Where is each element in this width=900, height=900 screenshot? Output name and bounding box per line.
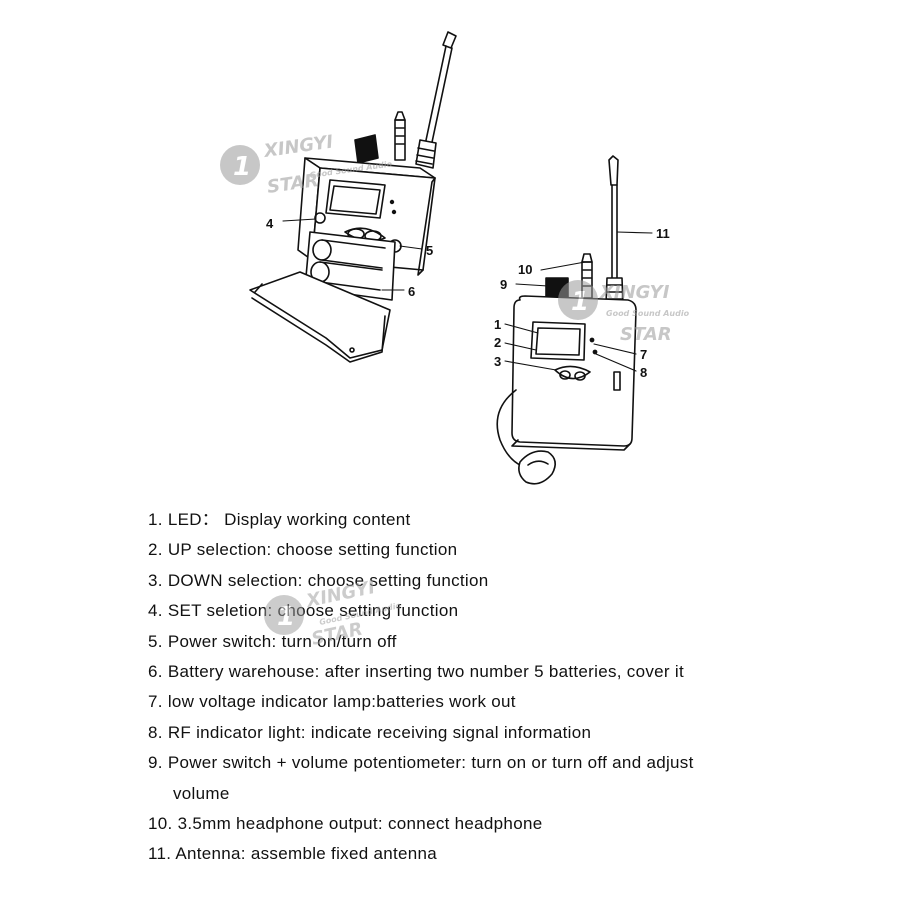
- legend-text: choose setting function: [307, 570, 489, 590]
- legend-name: DOWN selection:: [167, 570, 303, 590]
- legend-text: batteries work out: [376, 692, 516, 712]
- legend-name: low voltage indicator lamp:: [167, 692, 377, 712]
- legend-item: 6. Battery warehouse: after inserting tw…: [148, 657, 868, 687]
- bodypack-open-battery-view: [249, 31, 457, 363]
- legend-item: 7. low voltage indicator lamp:batteries …: [148, 687, 868, 717]
- legend-number: 8.: [148, 722, 163, 742]
- legend-number: 5.: [148, 631, 163, 651]
- legend-name: LED：: [167, 510, 220, 529]
- callout-1: 1: [494, 317, 501, 332]
- device-diagram: 4 5 6 1 2 3 7 8 9 10 11 1 XINGYI STAR Go…: [220, 31, 690, 485]
- legend-number: 9.: [148, 753, 163, 773]
- legend-name: 3.5mm headphone output:: [177, 814, 383, 834]
- legend-text: Display working content: [224, 510, 411, 529]
- callout-10: 10: [518, 262, 532, 277]
- legend-text: after inserting two number 5 batteries, …: [324, 662, 684, 682]
- svg-text:1: 1: [233, 152, 251, 182]
- legend-number: 10.: [148, 814, 173, 834]
- legend-number: 3.: [148, 570, 163, 590]
- legend-text: choose setting function: [276, 540, 458, 560]
- legend-item: 3. DOWN selection: choose setting functi…: [148, 566, 868, 596]
- legend-text: turn on/turn off: [281, 631, 397, 651]
- legend-text: connect headphone: [388, 814, 543, 834]
- legend-list: 1. LED： Display working content 2. UP se…: [148, 505, 868, 870]
- legend-number: 1.: [148, 510, 163, 529]
- bodypack-front-view: [496, 155, 637, 485]
- svg-text:XINGYI: XINGYI: [599, 282, 670, 303]
- callout-11: 11: [656, 226, 670, 241]
- legend-name: Power switch:: [167, 631, 277, 651]
- legend-name: UP selection:: [167, 540, 272, 560]
- callout-3: 3: [494, 354, 501, 369]
- legend-number: 4.: [148, 601, 163, 621]
- watermark-logo-bottom: 1 XINGYI STAR Good Sound Audio: [264, 577, 402, 650]
- svg-text:1: 1: [277, 602, 295, 632]
- callout-7: 7: [640, 347, 647, 362]
- callout-8: 8: [640, 365, 647, 380]
- legend-number: 6.: [148, 662, 163, 682]
- callout-9: 9: [500, 277, 507, 292]
- svg-text:1: 1: [571, 287, 589, 317]
- legend-number: 11.: [148, 844, 172, 864]
- legend-text: choose setting function: [277, 601, 459, 621]
- svg-text:XINGYI: XINGYI: [262, 131, 335, 162]
- legend-number: 7.: [148, 692, 163, 712]
- legend-item: 11. Antenna: assemble fixed antenna: [148, 839, 868, 869]
- svg-text:STAR: STAR: [620, 324, 672, 345]
- callout-lines: [282, 218, 653, 372]
- legend-item: 10. 3.5mm headphone output: connect head…: [148, 809, 868, 839]
- legend-name: Power switch + volume potentiometer:: [167, 753, 467, 773]
- legend-item: 5. Power switch: turn on/turn off: [148, 627, 868, 657]
- legend-text: turn on or turn off and adjust: [471, 753, 694, 773]
- watermark-logo-right: 1 XINGYI STAR Good Sound Audio: [558, 280, 690, 345]
- legend-name: Battery warehouse:: [167, 662, 320, 682]
- legend-name: RF indicator light:: [167, 722, 306, 742]
- legend-item: 2. UP selection: choose setting function: [148, 535, 868, 565]
- legend-item: 4. SET seletion: choose setting function: [148, 596, 868, 626]
- legend-text: indicate receiving signal information: [310, 722, 592, 742]
- legend-item: 8. RF indicator light: indicate receivin…: [148, 718, 868, 748]
- callout-6: 6: [408, 284, 415, 299]
- legend-text-continuation: volume: [173, 783, 230, 803]
- svg-text:XINGYI: XINGYI: [304, 577, 378, 612]
- legend-name: SET seletion:: [167, 601, 273, 621]
- legend-number: 2.: [148, 540, 163, 560]
- legend-text: assemble fixed antenna: [250, 844, 438, 864]
- legend-item: 9. Power switch + volume potentiometer: …: [148, 748, 868, 809]
- svg-text:Good Sound Audio: Good Sound Audio: [606, 309, 690, 318]
- callout-4: 4: [266, 216, 274, 231]
- legend-name: Antenna:: [175, 844, 246, 864]
- callout-2: 2: [494, 335, 501, 350]
- legend-item: 1. LED： Display working content: [148, 505, 868, 535]
- callout-5: 5: [426, 243, 433, 258]
